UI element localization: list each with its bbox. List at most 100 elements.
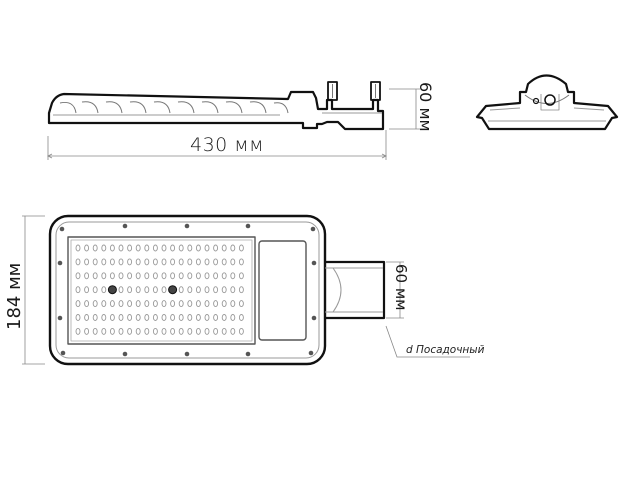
led	[109, 258, 115, 266]
led	[135, 327, 141, 335]
led	[161, 244, 167, 252]
led	[230, 272, 236, 280]
led	[127, 314, 133, 321]
led	[109, 244, 115, 252]
led	[144, 327, 150, 335]
screw	[59, 226, 65, 232]
led	[144, 244, 150, 252]
led	[213, 258, 219, 266]
led	[135, 258, 141, 266]
screw	[245, 351, 251, 357]
led	[144, 314, 150, 321]
screw	[311, 260, 317, 266]
led	[213, 272, 219, 280]
width-dimension-label: 184 мм	[4, 262, 25, 330]
led	[75, 300, 81, 308]
led	[204, 258, 210, 266]
led	[238, 244, 244, 252]
led	[170, 300, 176, 308]
led	[238, 300, 244, 308]
led	[92, 272, 98, 280]
marked-led	[168, 285, 178, 295]
led	[178, 314, 184, 321]
led	[101, 272, 107, 280]
led	[230, 300, 236, 308]
screw	[184, 223, 190, 229]
screw	[57, 315, 63, 321]
top-dimension-lines	[22, 215, 470, 365]
led	[161, 286, 167, 294]
led	[127, 300, 133, 308]
led	[127, 272, 133, 280]
led	[84, 272, 90, 280]
led	[118, 327, 124, 335]
led	[187, 314, 193, 321]
led	[213, 314, 219, 321]
length-dimension-label: 430 мм	[190, 134, 264, 156]
led	[221, 314, 227, 321]
led	[92, 300, 98, 308]
led	[238, 286, 244, 294]
led	[152, 272, 158, 280]
led	[75, 314, 81, 321]
led	[230, 327, 236, 335]
led	[195, 258, 201, 266]
led	[178, 286, 184, 294]
led	[92, 286, 98, 294]
led	[204, 314, 210, 321]
led	[84, 244, 90, 252]
screws	[57, 223, 317, 357]
led	[204, 300, 210, 308]
led	[195, 314, 201, 321]
led	[92, 244, 98, 252]
led	[178, 258, 184, 266]
led	[92, 314, 98, 321]
led	[101, 300, 107, 308]
led	[127, 286, 133, 294]
led	[161, 272, 167, 280]
led	[238, 314, 244, 321]
led	[204, 286, 210, 294]
led	[75, 327, 81, 335]
led	[84, 327, 90, 335]
led	[187, 300, 193, 308]
led	[152, 314, 158, 321]
screw	[60, 350, 66, 356]
led	[221, 300, 227, 308]
led	[238, 258, 244, 266]
led	[213, 327, 219, 335]
led	[118, 300, 124, 308]
led	[144, 286, 150, 294]
led	[195, 300, 201, 308]
led	[178, 244, 184, 252]
led	[170, 244, 176, 252]
marked-led	[107, 285, 117, 295]
led	[144, 258, 150, 266]
led	[221, 272, 227, 280]
led	[204, 244, 210, 252]
led	[230, 314, 236, 321]
led	[109, 300, 115, 308]
arm-width-dimension-label: 60 мм	[392, 264, 410, 311]
led	[195, 244, 201, 252]
led	[170, 327, 176, 335]
led	[127, 327, 133, 335]
led	[187, 286, 193, 294]
led	[178, 272, 184, 280]
led	[135, 244, 141, 252]
led	[75, 286, 81, 294]
led	[152, 300, 158, 308]
led	[221, 286, 227, 294]
led	[187, 272, 193, 280]
screw	[122, 351, 128, 357]
led	[101, 244, 107, 252]
led	[92, 327, 98, 335]
led	[127, 244, 133, 252]
led	[230, 286, 236, 294]
led	[161, 314, 167, 321]
led	[75, 272, 81, 280]
led	[84, 286, 90, 294]
led	[187, 244, 193, 252]
led	[213, 244, 219, 252]
